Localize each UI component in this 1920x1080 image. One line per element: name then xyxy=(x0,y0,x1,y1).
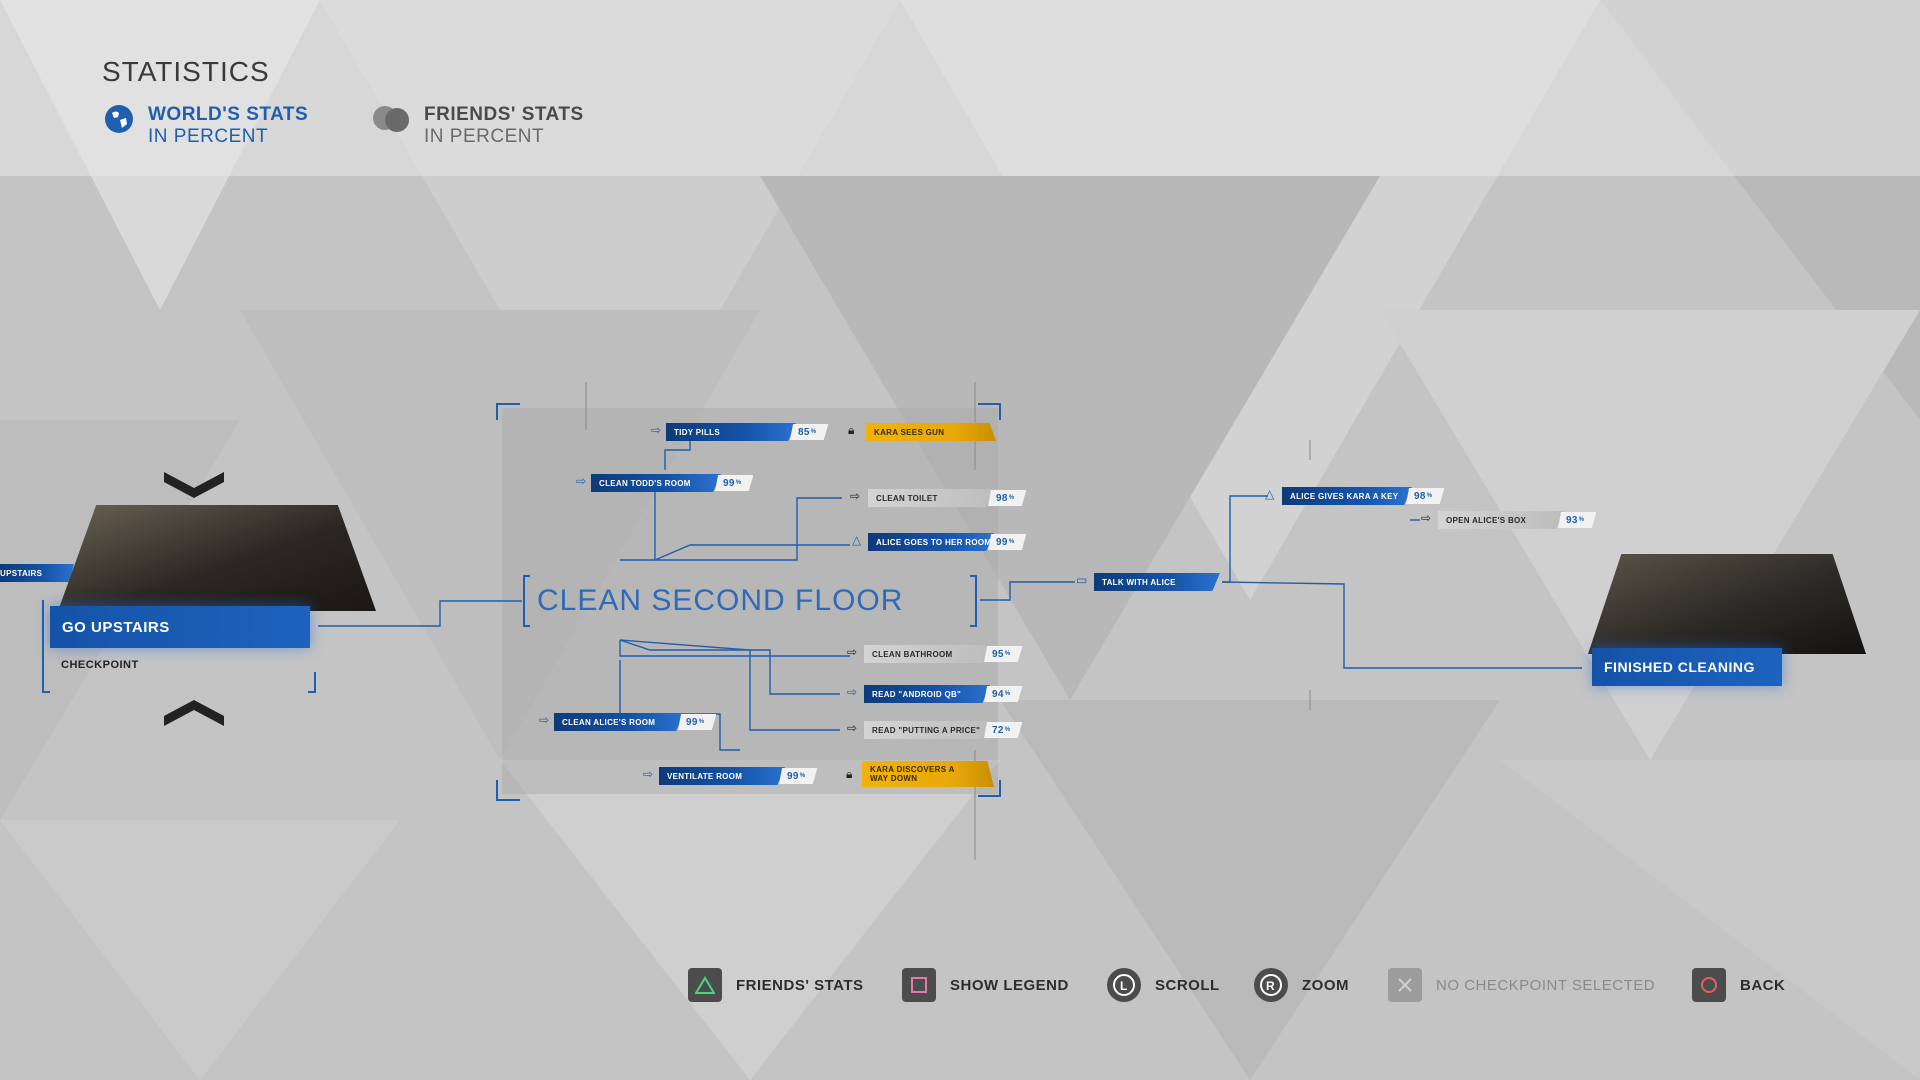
node-clean-bathroom[interactable]: CLEAN BATHROOM 95% xyxy=(864,645,1023,663)
node-tidy-pills[interactable]: TIDY PILLS 85% xyxy=(666,423,829,441)
footer-no-checkpoint-label: NO CHECKPOINT SELECTED xyxy=(1436,976,1656,994)
circle-button-icon xyxy=(1692,968,1726,1002)
arrow-icon: ⇨ xyxy=(1421,511,1432,525)
right-stick-icon: R xyxy=(1254,968,1288,1002)
footer-scroll-label: SCROLL xyxy=(1155,976,1220,994)
node-label: ALICE GOES TO HER ROOM xyxy=(868,533,994,551)
node-ventilate-room[interactable]: VENTILATE ROOM 99% xyxy=(659,767,818,785)
lock-icon: 🔒︎ xyxy=(846,767,853,781)
node-clean-todds-room[interactable]: CLEAN TODD'S ROOM 99% xyxy=(591,474,754,492)
world-stats-label: WORLD'S STATS xyxy=(148,104,309,125)
chevron-up-icon[interactable] xyxy=(164,700,224,732)
tab-friends-stats[interactable]: FRIENDS' STATS IN PERCENT xyxy=(372,104,584,148)
checkpoint-go-upstairs[interactable]: GO UPSTAIRS xyxy=(50,606,310,648)
node-percent: 95% xyxy=(984,646,1023,662)
world-stats-sub: IN PERCENT xyxy=(148,126,269,147)
node-label: CLEAN ALICE'S ROOM xyxy=(554,713,684,731)
go-upstairs-thumbnail xyxy=(58,505,376,611)
globe-icon xyxy=(105,105,133,133)
prev-node-label: UPSTAIRS xyxy=(0,564,74,582)
footer-back[interactable]: BACK xyxy=(1692,968,1785,1002)
finished-cleaning-thumbnail xyxy=(1588,554,1866,654)
node-label: KARA SEES GUN xyxy=(866,423,996,441)
friends-icon xyxy=(373,106,409,132)
node-percent: 99% xyxy=(678,714,717,730)
node-percent: 85% xyxy=(790,424,829,440)
node-clean-toilet[interactable]: CLEAN TOILET 98% xyxy=(868,489,1027,507)
square-button-icon xyxy=(902,968,936,1002)
node-label: TALK WITH ALICE xyxy=(1094,573,1220,591)
node-label: VENTILATE ROOM xyxy=(659,767,785,785)
tab-world-stats[interactable]: WORLD'S STATS IN PERCENT xyxy=(104,104,308,148)
node-read-putting-a-price[interactable]: READ "PUTTING A PRICE" 72% xyxy=(864,721,1023,739)
arrow-icon: ⇨ xyxy=(847,645,858,659)
node-label: READ "PUTTING A PRICE" xyxy=(864,721,990,739)
node-label: CLEAN BATHROOM xyxy=(864,645,990,663)
arrow-icon: ⇨ xyxy=(847,721,858,735)
node-percent: 99% xyxy=(715,475,754,491)
friends-stats-sub: IN PERCENT xyxy=(424,126,545,147)
lock-icon: 🔒︎ xyxy=(848,423,855,437)
node-percent: 72% xyxy=(984,722,1023,738)
node-percent: 99% xyxy=(779,768,818,784)
arrow-icon: ⇨ xyxy=(651,423,662,437)
node-percent: 99% xyxy=(988,534,1027,550)
node-percent: 98% xyxy=(1406,488,1445,504)
chapter-title: CLEAN SECOND FLOOR xyxy=(537,584,904,617)
chevron-down-icon[interactable] xyxy=(164,468,224,500)
node-label: ALICE GIVES KARA A KEY xyxy=(1282,487,1412,505)
node-clean-alices-room[interactable]: CLEAN ALICE'S ROOM 99% xyxy=(554,713,717,731)
node-open-alices-box[interactable]: OPEN ALICE'S BOX 93% xyxy=(1438,511,1597,529)
arrow-icon: ⇨ xyxy=(643,767,654,781)
node-label: CLEAN TOILET xyxy=(868,489,994,507)
footer-scroll[interactable]: L SCROLL xyxy=(1107,968,1220,1002)
footer-zoom[interactable]: R ZOOM xyxy=(1254,968,1349,1002)
node-percent: 94% xyxy=(984,686,1023,702)
node-kara-sees-gun[interactable]: KARA SEES GUN xyxy=(866,423,996,441)
svg-text:R: R xyxy=(1266,979,1275,993)
node-kara-discovers-way-down[interactable]: KARA DISCOVERS A WAY DOWN xyxy=(862,761,994,787)
node-label: CLEAN TODD'S ROOM xyxy=(591,474,721,492)
node-talk-with-alice[interactable]: TALK WITH ALICE xyxy=(1094,573,1220,591)
footer-friends-stats[interactable]: FRIENDS' STATS xyxy=(688,968,864,1002)
node-label: TIDY PILLS xyxy=(666,423,796,441)
checkpoint-finished-cleaning[interactable]: FINISHED CLEANING xyxy=(1592,648,1782,686)
footer-show-legend[interactable]: SHOW LEGEND xyxy=(902,968,1069,1002)
footer-no-checkpoint: NO CHECKPOINT SELECTED xyxy=(1388,968,1655,1002)
node-label: KARA DISCOVERS A WAY DOWN xyxy=(862,761,994,787)
node-label: OPEN ALICE'S BOX xyxy=(1438,511,1564,529)
footer-show-legend-label: SHOW LEGEND xyxy=(950,976,1069,994)
footer-back-label: BACK xyxy=(1740,976,1786,994)
page-title: STATISTICS xyxy=(102,56,270,87)
node-percent: 98% xyxy=(988,490,1027,506)
header-bar xyxy=(0,0,1920,176)
node-percent: 93% xyxy=(1558,512,1597,528)
arrow-icon: ⇨ xyxy=(847,685,858,699)
node-label: READ "ANDROID QB" xyxy=(864,685,990,703)
prev-node[interactable]: UPSTAIRS xyxy=(0,564,74,582)
node-alice-gives-kara-a-key[interactable]: ALICE GIVES KARA A KEY 98% xyxy=(1282,487,1445,505)
svg-text:L: L xyxy=(1120,979,1128,993)
footer-zoom-label: ZOOM xyxy=(1302,976,1349,994)
dialog-icon: ▭ xyxy=(1076,573,1088,587)
footer-friends-stats-label: FRIENDS' STATS xyxy=(736,976,864,994)
triangle-icon: △ xyxy=(852,533,862,547)
node-alice-goes-to-her-room[interactable]: ALICE GOES TO HER ROOM 99% xyxy=(868,533,1027,551)
node-read-android-qb[interactable]: READ "ANDROID QB" 94% xyxy=(864,685,1023,703)
friends-stats-label: FRIENDS' STATS xyxy=(424,104,584,125)
arrow-icon: ⇨ xyxy=(576,474,587,488)
cross-button-icon xyxy=(1388,968,1422,1002)
arrow-icon: ⇨ xyxy=(850,489,861,503)
triangle-button-icon xyxy=(688,968,722,1002)
checkpoint-label: CHECKPOINT xyxy=(61,659,139,671)
arrow-icon: ⇨ xyxy=(539,713,550,727)
left-stick-icon: L xyxy=(1107,968,1141,1002)
triangle-icon: △ xyxy=(1265,487,1275,501)
